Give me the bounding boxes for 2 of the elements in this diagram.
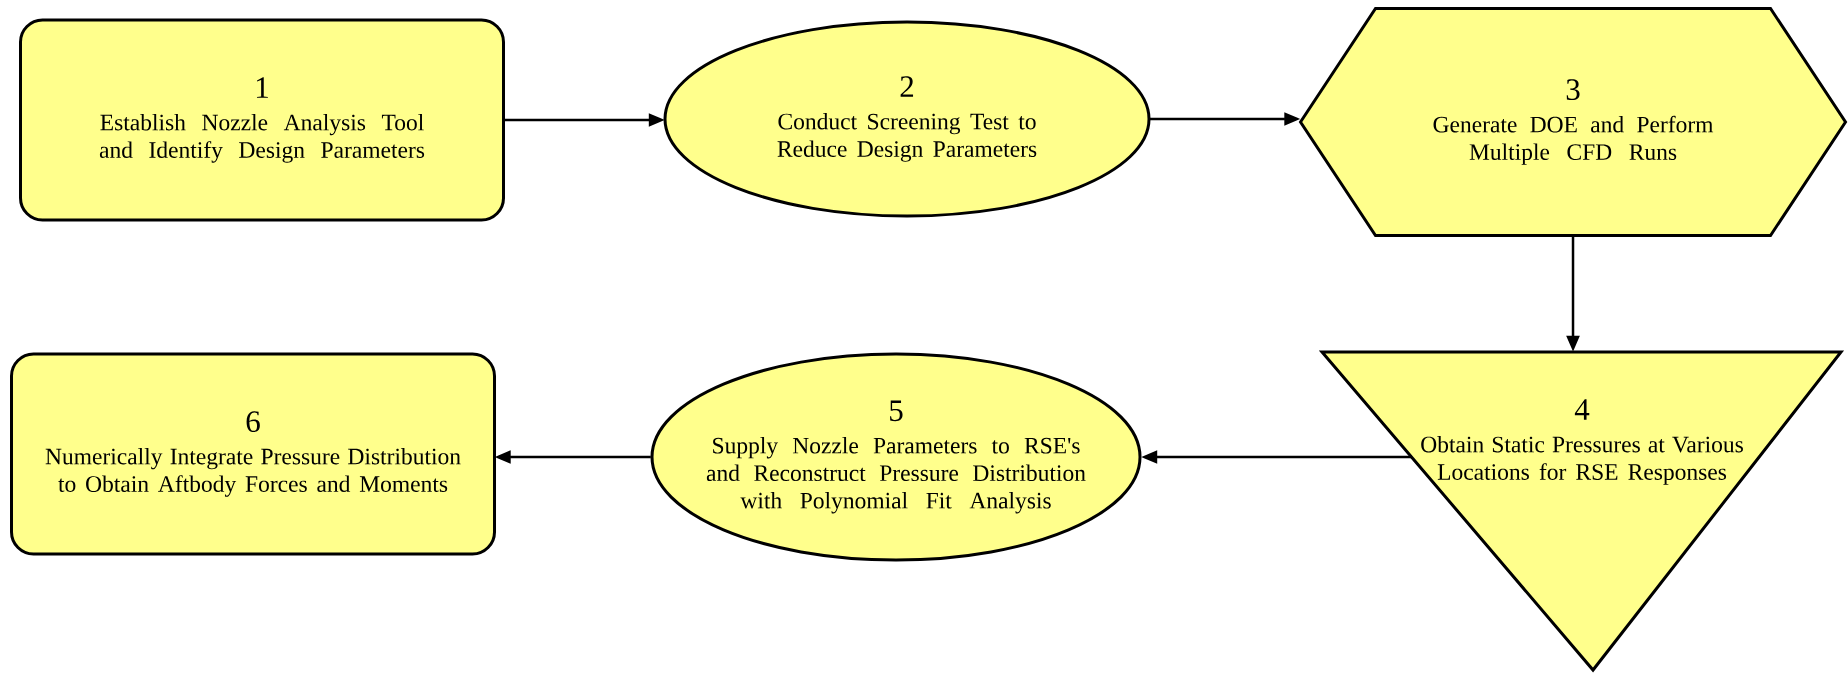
- process-box: 6 Numerically Integrate Pressure Distribution to Obtain Aftbody Forces and Moments: [10, 352, 496, 556]
- process-box: 1 Establish Nozzle Analysis Tool and Identify Design Parameters: [19, 18, 505, 222]
